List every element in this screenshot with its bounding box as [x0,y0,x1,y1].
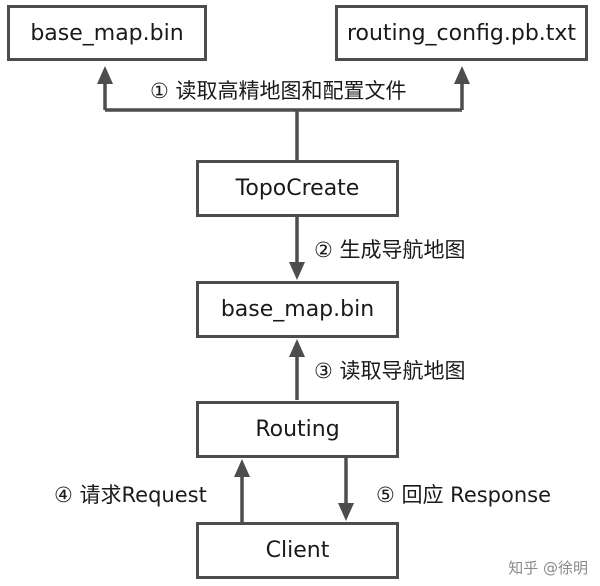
node-base-map-mid-label: base_map.bin [220,297,375,322]
arrowhead-routing-to-client [338,503,354,521]
arrowhead-routing-config [454,66,470,84]
node-routing: Routing [196,401,399,458]
node-topocreate: TopoCreate [196,160,399,217]
edge-label-step2: ② 生成导航地图 [314,238,466,262]
node-client: Client [196,522,399,579]
node-base-map-top: base_map.bin [7,5,207,61]
arrowhead-client-to-routing [234,459,250,477]
arrowhead-routing-to-base-map [289,339,305,357]
node-routing-config-label: routing_config.pb.txt [346,20,577,46]
edge-label-step3: ③ 读取导航地图 [314,359,466,383]
arrowhead-base-map-top [97,66,113,84]
edge-label-step1: ① 读取高精地图和配置文件 [150,79,407,103]
node-base-map-mid: base_map.bin [196,281,399,338]
node-routing-label: Routing [255,417,340,442]
edge-label-step4: ④ 请求Request [54,483,207,507]
node-topocreate-label: TopoCreate [235,176,360,201]
node-routing-config: routing_config.pb.txt [335,5,588,61]
watermark: 知乎 @徐明 [508,559,588,577]
node-base-map-top-label: base_map.bin [30,20,184,46]
arrowhead-topocreate-to-base-map [289,262,305,280]
node-client-label: Client [265,538,330,563]
edge-label-step5: ⑤ 回应 Response [376,483,552,507]
